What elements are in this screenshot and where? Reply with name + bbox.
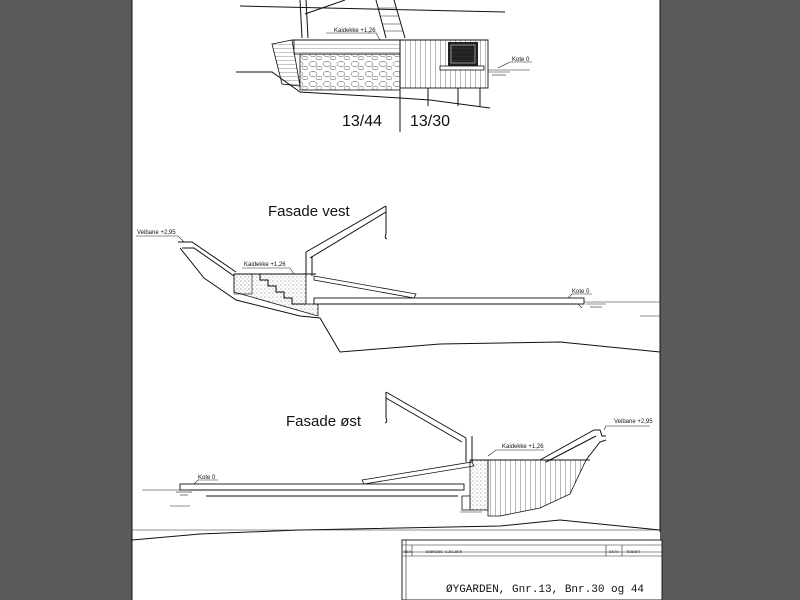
veibane-label-vest: Veibane +2,95 bbox=[137, 230, 176, 236]
kaidekke-label-vest: Kaidekke +1,26 bbox=[244, 262, 286, 268]
kote-label-vest: Kote 0 bbox=[572, 289, 590, 295]
kote-label-ost: Kote 0 bbox=[198, 475, 216, 481]
endring-header: ENDRING GJELDER bbox=[426, 551, 463, 555]
kote-label-top: Kote 0 bbox=[512, 57, 530, 63]
fasade-ost-view: Fasade øst Kaidekke +1,26 Veibane +2,95 bbox=[131, 391, 661, 541]
project-title: ØYGARDEN, Gnr.13, Bnr.30 og 44 bbox=[446, 584, 644, 596]
dato-header: DATO bbox=[609, 551, 619, 555]
kaidekke-label-ost: Kaidekke +1,26 bbox=[502, 444, 544, 450]
title-block: REV. ENDRING GJELDER DATO TEGNET ØYGARDE… bbox=[401, 539, 663, 600]
parcel-right-label: 13/30 bbox=[410, 113, 450, 130]
fasade-vest-view: Fasade vest Veibane +2,95 Kaidekke +1,26 bbox=[136, 203, 661, 353]
kaidekke-label-top: Kaidekke +1,26 bbox=[334, 28, 376, 34]
veibane-label-ost: Veibane +2,95 bbox=[614, 419, 653, 425]
fasade-ost-title: Fasade øst bbox=[286, 413, 362, 430]
rev-header: REV. bbox=[404, 551, 414, 555]
top-section: Kaidekke +1,26 Kote 0 13/44 13/30 bbox=[236, 0, 532, 132]
parcel-left-label: 13/44 bbox=[342, 113, 382, 130]
tegnet-header: TEGNET bbox=[626, 551, 641, 555]
fasade-vest-title: Fasade vest bbox=[268, 203, 351, 220]
